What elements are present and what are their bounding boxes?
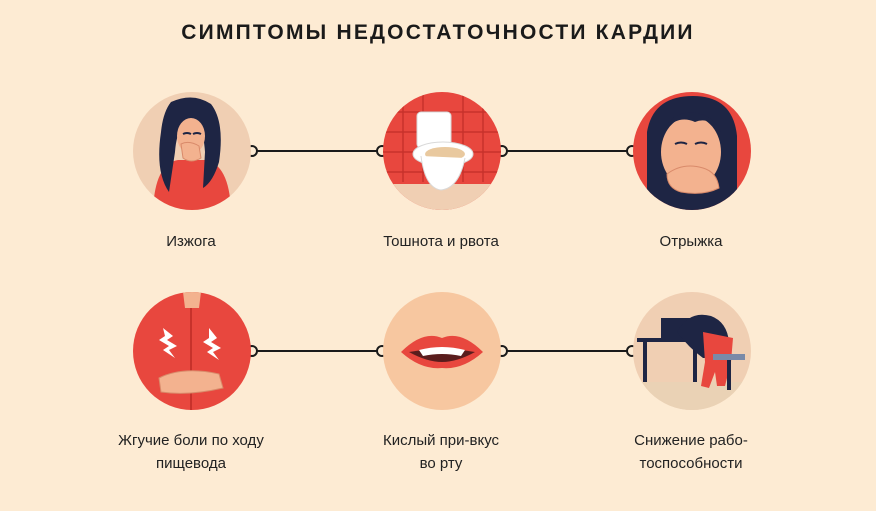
burping-icon bbox=[633, 92, 751, 210]
symptom-label-sour-taste: Кислый при-вкус во рту bbox=[382, 432, 500, 472]
symptom-label-heartburn: Изжога bbox=[166, 233, 216, 250]
fatigue-icon bbox=[633, 292, 751, 410]
sour-mouth-icon bbox=[383, 292, 501, 410]
burning-pain-icon bbox=[133, 292, 251, 410]
page-title: СИМПТОМЫ НЕДОСТАТОЧНОСТИ КАРДИИ bbox=[181, 21, 695, 44]
heartburn-icon bbox=[133, 92, 251, 210]
symptom-label-burning-pain: Жгучие боли по ходу пищевода bbox=[118, 432, 264, 472]
symptom-label-fatigue: Снижение рабо-тоспособности bbox=[634, 432, 748, 472]
symptom-label-nausea: Тошнота и рвота bbox=[383, 233, 499, 250]
symptom-label-burping: Отрыжка bbox=[659, 233, 723, 250]
toilet-icon bbox=[383, 92, 501, 210]
